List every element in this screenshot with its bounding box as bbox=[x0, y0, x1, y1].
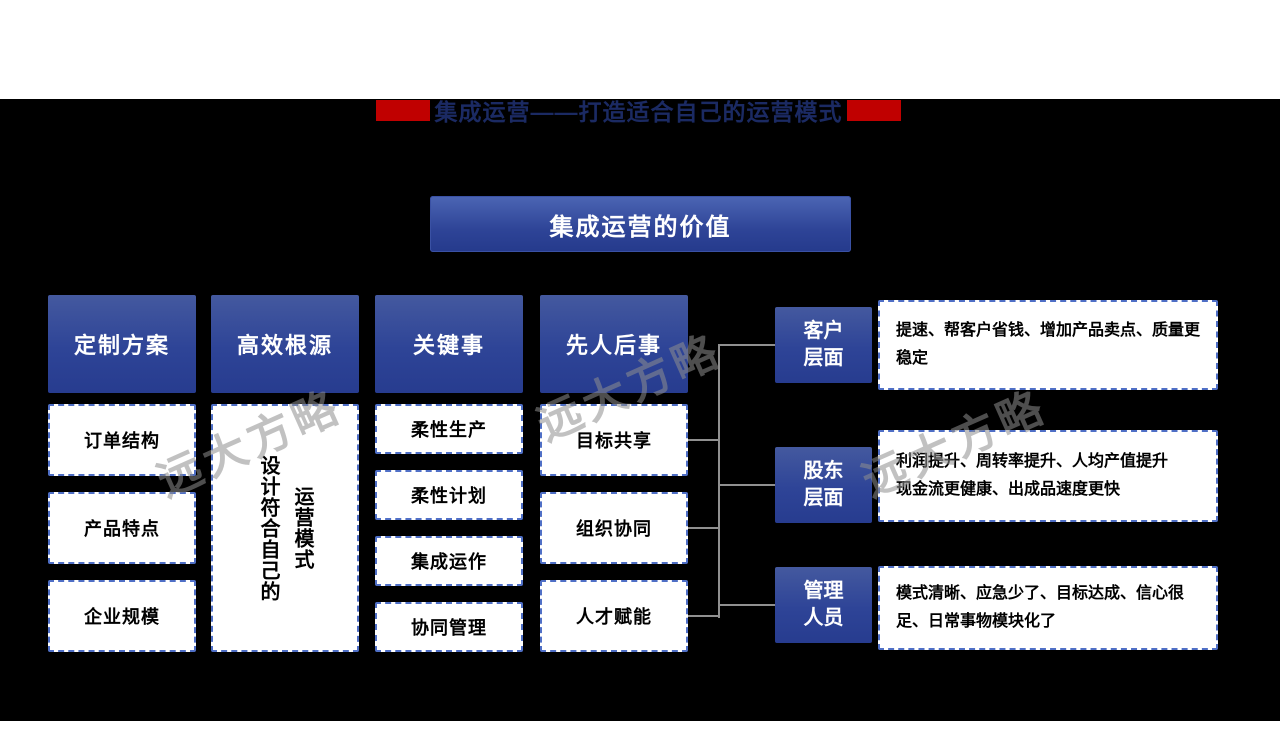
item-product-features: 产品特点 bbox=[48, 492, 196, 564]
outcome-text-shareholder: 利润提升、周转率提升、人均产值提升 现金流更健康、出成品速度更快 bbox=[878, 430, 1218, 522]
item-talent-empowerment: 人才赋能 bbox=[540, 580, 688, 652]
outcome-text-customer: 提速、帮客户省钱、增加产品卖点、质量更稳定 bbox=[878, 300, 1218, 390]
connector-line bbox=[688, 615, 720, 617]
item-org-collaboration: 组织协同 bbox=[540, 492, 688, 564]
outcome-label-shareholder: 股东 层面 bbox=[775, 447, 872, 523]
item-integrated-operation: 集成运作 bbox=[375, 536, 523, 586]
item-company-scale: 企业规模 bbox=[48, 580, 196, 652]
outcome-label-managers: 管理 人员 bbox=[775, 567, 872, 643]
connector-line bbox=[718, 484, 776, 486]
vertical-text: 设计符合自己的 运营模式 bbox=[257, 454, 313, 602]
banner-left-accent bbox=[376, 100, 430, 121]
column-header-custom-plan: 定制方案 bbox=[48, 295, 196, 393]
banner-title: 集成运营——打造适合自己的运营模式 bbox=[434, 99, 843, 125]
item-order-structure: 订单结构 bbox=[48, 404, 196, 476]
connector-line bbox=[688, 527, 720, 529]
item-goal-sharing: 目标共享 bbox=[540, 404, 688, 476]
banner-right-accent bbox=[847, 100, 901, 121]
item-own-operation-model: 设计符合自己的 运营模式 bbox=[211, 404, 359, 652]
value-title-box: 集成运营的价值 bbox=[430, 196, 851, 252]
column-header-efficiency-root: 高效根源 bbox=[211, 295, 359, 393]
connector-line bbox=[718, 604, 776, 606]
connector-line bbox=[718, 344, 720, 618]
connector-line bbox=[718, 344, 776, 346]
item-flexible-production: 柔性生产 bbox=[375, 404, 523, 454]
outcome-text-managers: 模式清晰、应急少了、目标达成、信心很足、日常事物模块化了 bbox=[878, 566, 1218, 650]
column-header-key-matters: 关键事 bbox=[375, 295, 523, 393]
item-flexible-planning: 柔性计划 bbox=[375, 470, 523, 520]
connector-line bbox=[688, 439, 720, 441]
outcome-label-customer: 客户 层面 bbox=[775, 307, 872, 383]
item-collaborative-management: 协同管理 bbox=[375, 602, 523, 652]
column-header-people-first: 先人后事 bbox=[540, 295, 688, 393]
